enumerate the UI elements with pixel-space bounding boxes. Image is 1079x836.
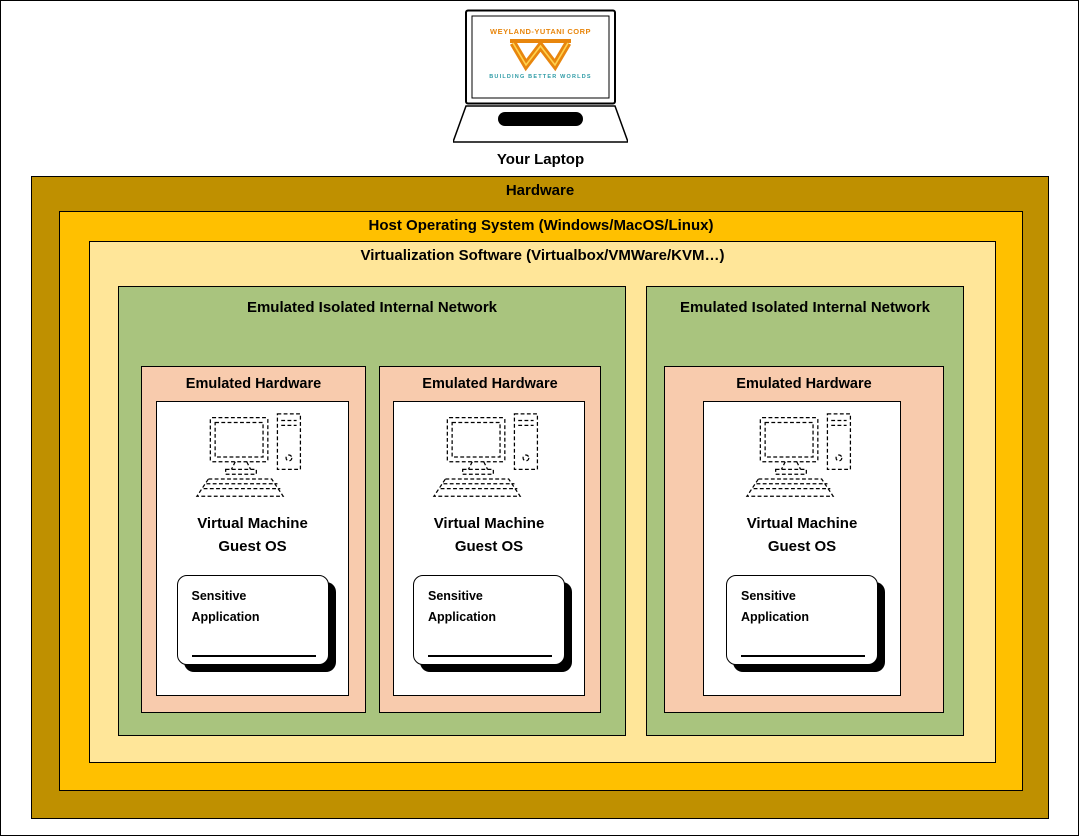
vm-guest-label: Virtual Machine Guest OS	[747, 512, 858, 559]
app-underline	[741, 654, 865, 657]
sensitive-app-label: Sensitive Application	[191, 588, 260, 625]
network-1-label: Emulated Isolated Internal Network	[246, 299, 498, 316]
logo-company-text: WEYLAND-YUTANI CORP	[490, 27, 591, 36]
app-underline	[428, 654, 552, 657]
logo-w-accent	[512, 42, 569, 67]
laptop-slot	[498, 112, 583, 126]
laptop-caption: Your Laptop	[496, 151, 585, 168]
vm-guest-line1: Virtual Machine	[746, 515, 858, 532]
vm-box-3: Virtual Machine Guest OS Sensitive Appli…	[703, 401, 901, 696]
network-2-label: Emulated Isolated Internal Network	[679, 299, 931, 316]
host-os-layer-label: Host Operating System (Windows/MacOS/Lin…	[368, 217, 714, 234]
desktop-computer-icon	[432, 413, 538, 497]
vm-guest-line1: Virtual Machine	[197, 515, 308, 532]
emulated-hardware-2-label: Emulated Hardware	[422, 376, 558, 392]
vm-box-2: Virtual Machine Guest OS Sensitive Appli…	[393, 401, 585, 696]
vm-guest-line2: Guest OS	[454, 538, 524, 556]
vm-guest-line2: Guest OS	[767, 538, 837, 556]
sensitive-app-box: Sensitive Application	[413, 574, 565, 665]
vm-guest-label: Virtual Machine Guest OS	[197, 512, 308, 559]
logo-tagline-text: BUILDING BETTER WORLDS	[489, 74, 591, 80]
laptop-icon: WEYLAND-YUTANI CORP BUILDING BETTER WORL…	[451, 9, 630, 143]
sensitive-app-box: Sensitive Application	[176, 574, 329, 665]
app-underline	[191, 654, 316, 657]
vm-guest-line2: Guest OS	[218, 538, 287, 556]
emulated-hardware-1-label: Emulated Hardware	[185, 376, 322, 392]
desktop-computer-icon	[745, 413, 851, 497]
vm-box-1: Virtual Machine Guest OS Sensitive Appli…	[156, 401, 349, 696]
sensitive-app-label: Sensitive Application	[428, 588, 497, 625]
sensitive-app-label: Sensitive Application	[741, 588, 810, 625]
sensitive-app-box: Sensitive Application	[726, 574, 878, 665]
virtualization-layer-label: Virtualization Software (Virtualbox/VMWa…	[360, 247, 725, 264]
desktop-computer-icon	[195, 413, 302, 497]
laptop-illustration: WEYLAND-YUTANI CORP BUILDING BETTER WORL…	[451, 9, 630, 149]
vm-guest-label: Virtual Machine Guest OS	[434, 512, 545, 559]
vm-guest-line1: Virtual Machine	[433, 515, 545, 532]
emulated-hardware-3-label: Emulated Hardware	[736, 376, 872, 392]
hardware-layer-label: Hardware	[505, 182, 575, 199]
